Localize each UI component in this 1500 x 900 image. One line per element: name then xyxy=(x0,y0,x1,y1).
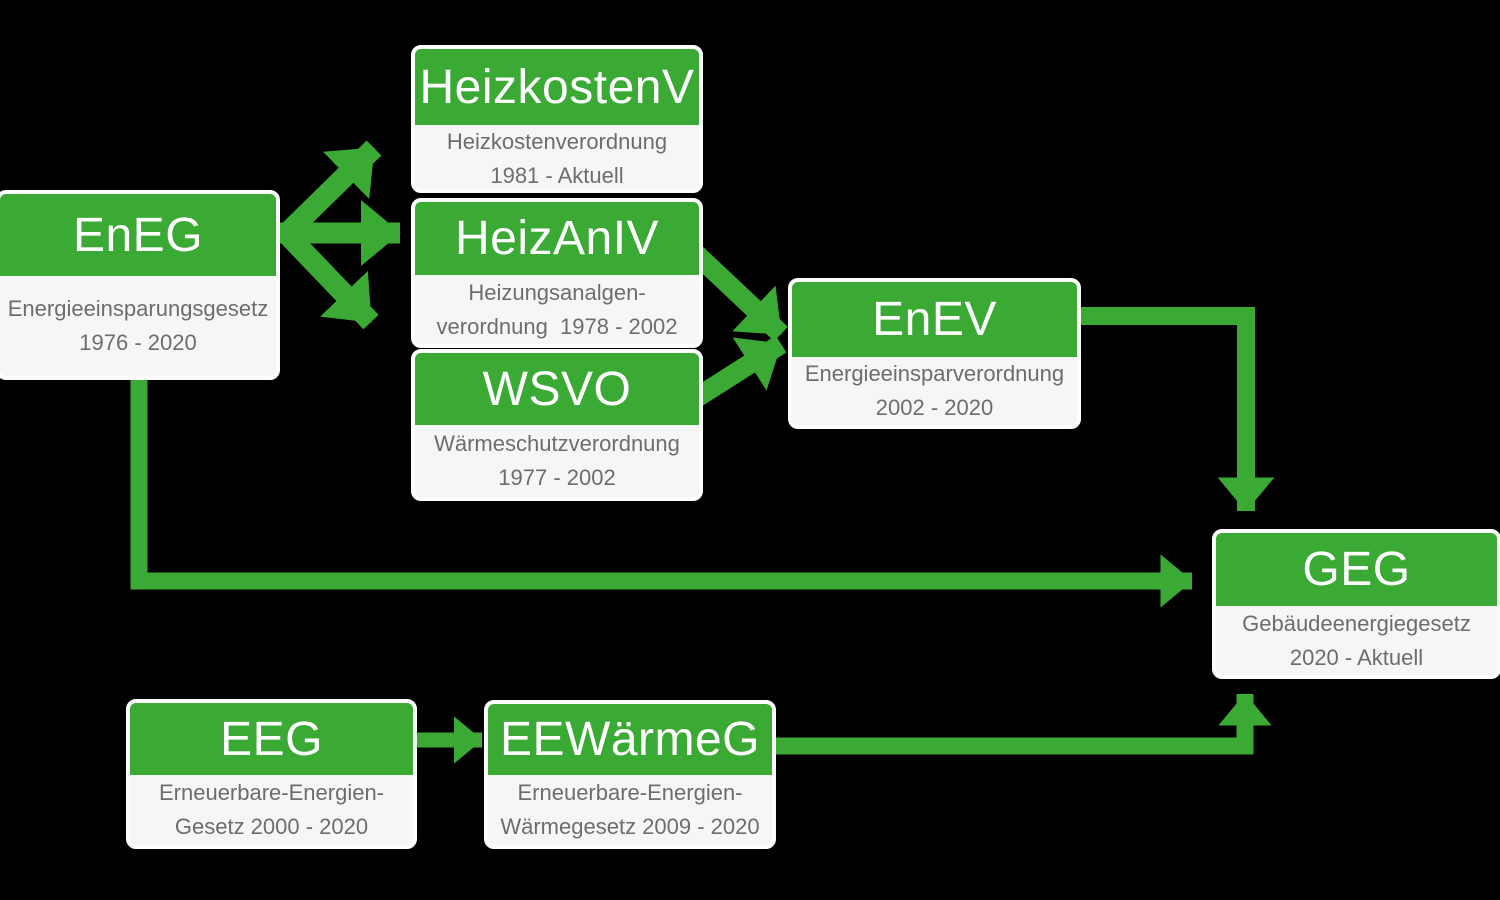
node-eeg-body: Erneuerbare-Energien- Gesetz 2000 - 2020 xyxy=(130,775,413,845)
node-enev: EnEV Energieeinsparverordnung 2002 - 202… xyxy=(788,278,1081,429)
node-heizaniv-subtitle-line1: Heizungsanalgen- xyxy=(468,279,646,305)
arrow-wsvo-to-enev xyxy=(684,335,787,411)
node-geg-header: GEG xyxy=(1216,533,1497,606)
node-eeg: EEG Erneuerbare-Energien- Gesetz 2000 - … xyxy=(126,699,417,849)
node-geg-subtitle-line1: Gebäudeenergiegesetz xyxy=(1242,610,1471,636)
arrow-eneg-to-wsvo xyxy=(273,220,379,330)
node-eneg-header: EnEG xyxy=(0,194,276,276)
node-enev-subtitle-line1: Energieeinsparverordnung xyxy=(804,361,1065,386)
node-eneg-subtitle-line2: 1976 - 2020 xyxy=(79,330,197,355)
node-eewaermeg-title: EEWärmeG xyxy=(499,713,761,766)
node-heizkostenv-header: HeizkostenV xyxy=(415,49,699,125)
node-eneg-title: EnEG xyxy=(72,208,204,262)
node-eewaermeg: EEWärmeG Erneuerbare-Energien- Wärmegese… xyxy=(484,700,776,849)
node-eneg: EnEG Energieeinsparungsgesetz 1976 - 202… xyxy=(0,190,280,380)
node-wsvo: WSVO Wärmeschutzverordnung 1977 - 2002 xyxy=(411,349,703,501)
node-geg: GEG Gebäudeenergiegesetz 2020 - Aktuell xyxy=(1212,529,1500,679)
node-eewaermeg-subtitle-line1: Erneuerbare-Energien- xyxy=(517,780,743,805)
node-heizaniv-subtitle-line2: verordnung 1978 - 2002 xyxy=(436,313,678,339)
node-eewaermeg-subtitle-line2: Wärmegesetz 2009 - 2020 xyxy=(500,814,760,839)
node-wsvo-title: WSVO xyxy=(482,362,632,416)
node-heizkostenv: HeizkostenV Heizkostenverordnung 1981 - … xyxy=(411,45,703,193)
arrow-eewaermeg-to-geg xyxy=(770,693,1272,755)
node-eeg-subtitle-line2: Gesetz 2000 - 2020 xyxy=(174,814,369,839)
node-wsvo-body: Wärmeschutzverordnung 1977 - 2002 xyxy=(415,425,699,497)
arrow-enev-to-geg xyxy=(1075,307,1275,512)
node-eneg-subtitle-line1: Energieeinsparungsgesetz xyxy=(7,296,269,321)
node-eeg-title: EEG xyxy=(220,712,323,766)
node-heizkostenv-subtitle-line2: 1981 - Aktuell xyxy=(490,163,624,188)
node-heizkostenv-body: Heizkostenverordnung 1981 - Aktuell xyxy=(415,125,699,189)
node-eewaermeg-header: EEWärmeG xyxy=(488,704,772,775)
node-wsvo-subtitle-line1: Wärmeschutzverordnung xyxy=(434,431,680,456)
node-eewaermeg-body: Erneuerbare-Energien- Wärmegesetz 2009 -… xyxy=(488,775,772,845)
node-heizkostenv-title: HeizkostenV xyxy=(419,60,695,114)
node-enev-body: Energieeinsparverordnung 2002 - 2020 xyxy=(792,357,1077,425)
arrow-heizaniv-to-enev xyxy=(687,244,788,342)
node-wsvo-subtitle-line2: 1977 - 2002 xyxy=(498,465,616,490)
node-eeg-header: EEG xyxy=(130,703,413,775)
node-geg-title: GEG xyxy=(1302,543,1411,596)
node-wsvo-header: WSVO xyxy=(415,353,699,425)
node-enev-title: EnEV xyxy=(872,293,997,346)
arrow-eneg-to-geg xyxy=(130,372,1193,608)
node-heizkostenv-subtitle-line1: Heizkostenverordnung xyxy=(446,129,668,154)
node-enev-subtitle-line2: 2002 - 2020 xyxy=(875,395,994,420)
node-heizaniv-body: Heizungsanalgen- verordnung 1978 - 2002 xyxy=(415,275,699,344)
node-geg-subtitle-line2: 2020 - Aktuell xyxy=(1289,644,1424,670)
node-enev-header: EnEV xyxy=(792,282,1077,357)
node-eneg-body: Energieeinsparungsgesetz 1976 - 2020 xyxy=(0,276,276,376)
node-heizaniv: HeizAnIV Heizungsanalgen- verordnung 197… xyxy=(411,198,703,348)
node-eeg-subtitle-line1: Erneuerbare-Energien- xyxy=(158,780,385,805)
node-heizaniv-header: HeizAnIV xyxy=(415,202,699,275)
node-heizaniv-title: HeizAnIV xyxy=(454,212,660,265)
node-geg-body: Gebäudeenergiegesetz 2020 - Aktuell xyxy=(1216,606,1497,675)
